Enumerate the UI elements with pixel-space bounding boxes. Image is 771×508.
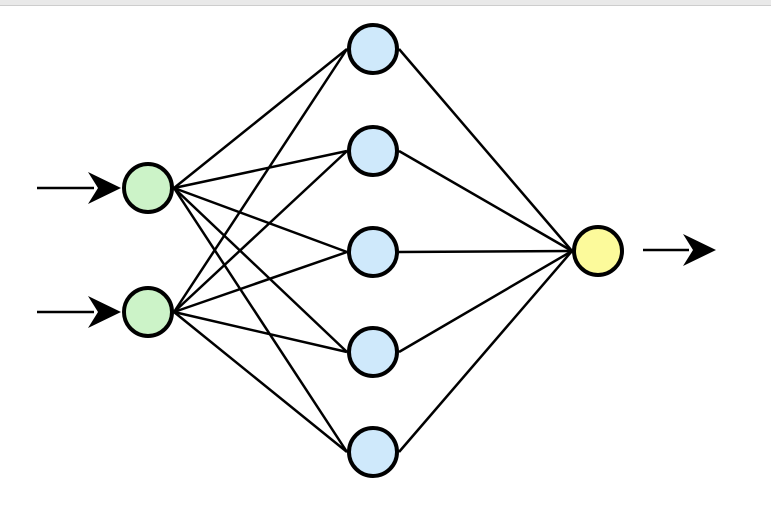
edge-hidden-layer-5-to-output-layer-1 <box>398 250 573 453</box>
input-arrow-1-head <box>88 172 121 204</box>
hidden-layer-node-1 <box>347 23 399 75</box>
hidden-layer-node-2 <box>347 125 399 177</box>
edge-input-layer-2-to-hidden-layer-1 <box>172 48 349 313</box>
edge-input-layer-1-to-hidden-layer-3 <box>173 186 348 254</box>
hidden-layer-node-3 <box>347 226 399 278</box>
edge-hidden-layer-1-to-output-layer-1 <box>398 48 573 252</box>
edge-input-layer-1-to-hidden-layer-4 <box>173 187 348 353</box>
input-layer-node-2 <box>122 286 174 338</box>
edge-input-layer-2-to-hidden-layer-4 <box>173 310 348 354</box>
edge-input-layer-2-to-hidden-layer-2 <box>173 150 348 313</box>
edge-input-layer-1-to-hidden-layer-5 <box>172 187 349 453</box>
output-layer-node-1 <box>572 225 624 277</box>
edge-input-layer-2-to-hidden-layer-3 <box>173 250 348 314</box>
output-arrow-head <box>683 234 716 266</box>
input-arrow-2-head <box>88 296 121 328</box>
edge-hidden-layer-3-to-output-layer-1 <box>398 249 573 254</box>
input-layer-node-1 <box>122 162 174 214</box>
edge-hidden-layer-2-to-output-layer-1 <box>398 149 573 253</box>
edge-input-layer-2-to-hidden-layer-5 <box>173 311 348 453</box>
edge-input-layer-1-to-hidden-layer-2 <box>173 149 348 190</box>
hidden-layer-node-5 <box>347 426 399 478</box>
edge-input-layer-1-to-hidden-layer-1 <box>173 48 348 189</box>
edge-hidden-layer-4-to-output-layer-1 <box>398 249 573 354</box>
top-border-strip <box>0 0 771 6</box>
hidden-layer-node-4 <box>347 326 399 378</box>
